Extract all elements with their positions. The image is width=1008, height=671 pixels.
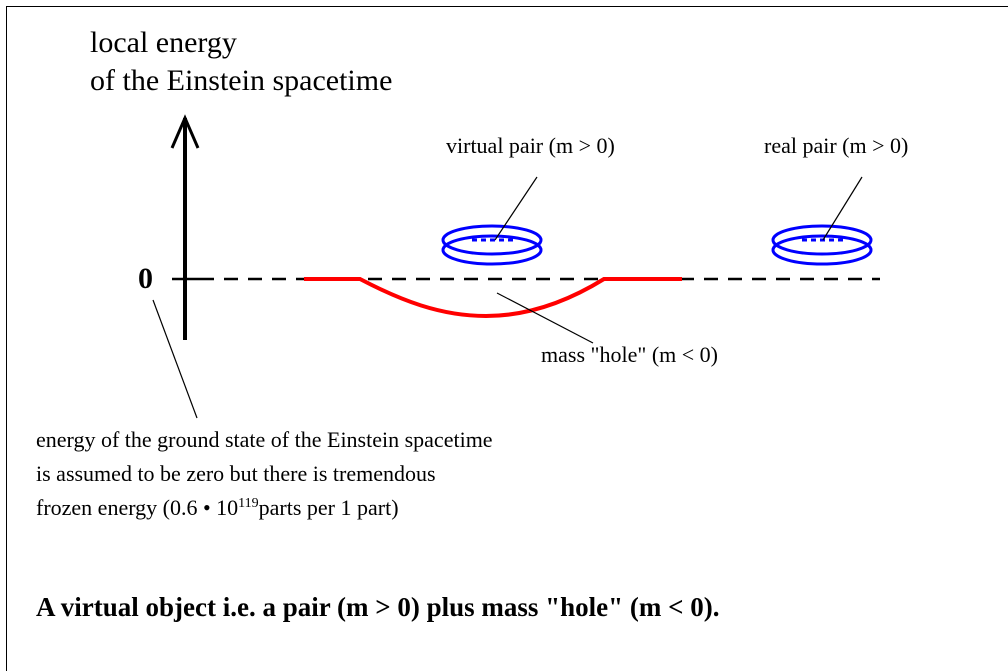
ground-state-leader [152, 299, 198, 419]
zero-label: 0 [138, 262, 153, 295]
note-prefix: frozen energy (0.6 • 10 [36, 495, 239, 520]
note-exponent: 119 [238, 496, 259, 511]
virtual-pair-label: virtual pair (m > 0) [446, 133, 615, 158]
real-pair-leader [822, 176, 863, 241]
virtual-pair-leader [494, 176, 538, 241]
diagram-frame [6, 6, 1008, 671]
energy-axis-arrowhead [170, 114, 200, 149]
note-suffix: parts per 1 part) [258, 495, 399, 520]
ground-state-note-line2: is assumed to be zero but there is treme… [36, 461, 436, 486]
ground-state-note-line1: energy of the ground state of the Einste… [36, 427, 493, 452]
y-axis-label-line1: local energy [90, 26, 237, 59]
virtual-pair-icon [441, 224, 543, 266]
mass-hole-label: mass "hole" (m < 0) [541, 342, 719, 367]
mass-hole-curve [304, 277, 682, 319]
real-pair-label: real pair (m > 0) [764, 133, 909, 158]
mass-hole-leader [496, 292, 594, 344]
diagram-caption: A virtual object i.e. a pair (m > 0) plu… [36, 592, 720, 622]
real-pair-icon [771, 224, 873, 266]
ground-state-note-line3: frozen energy (0.6 • 10119parts per 1 pa… [36, 491, 399, 525]
y-axis-label-line2: of the Einstein spacetime [90, 64, 393, 97]
